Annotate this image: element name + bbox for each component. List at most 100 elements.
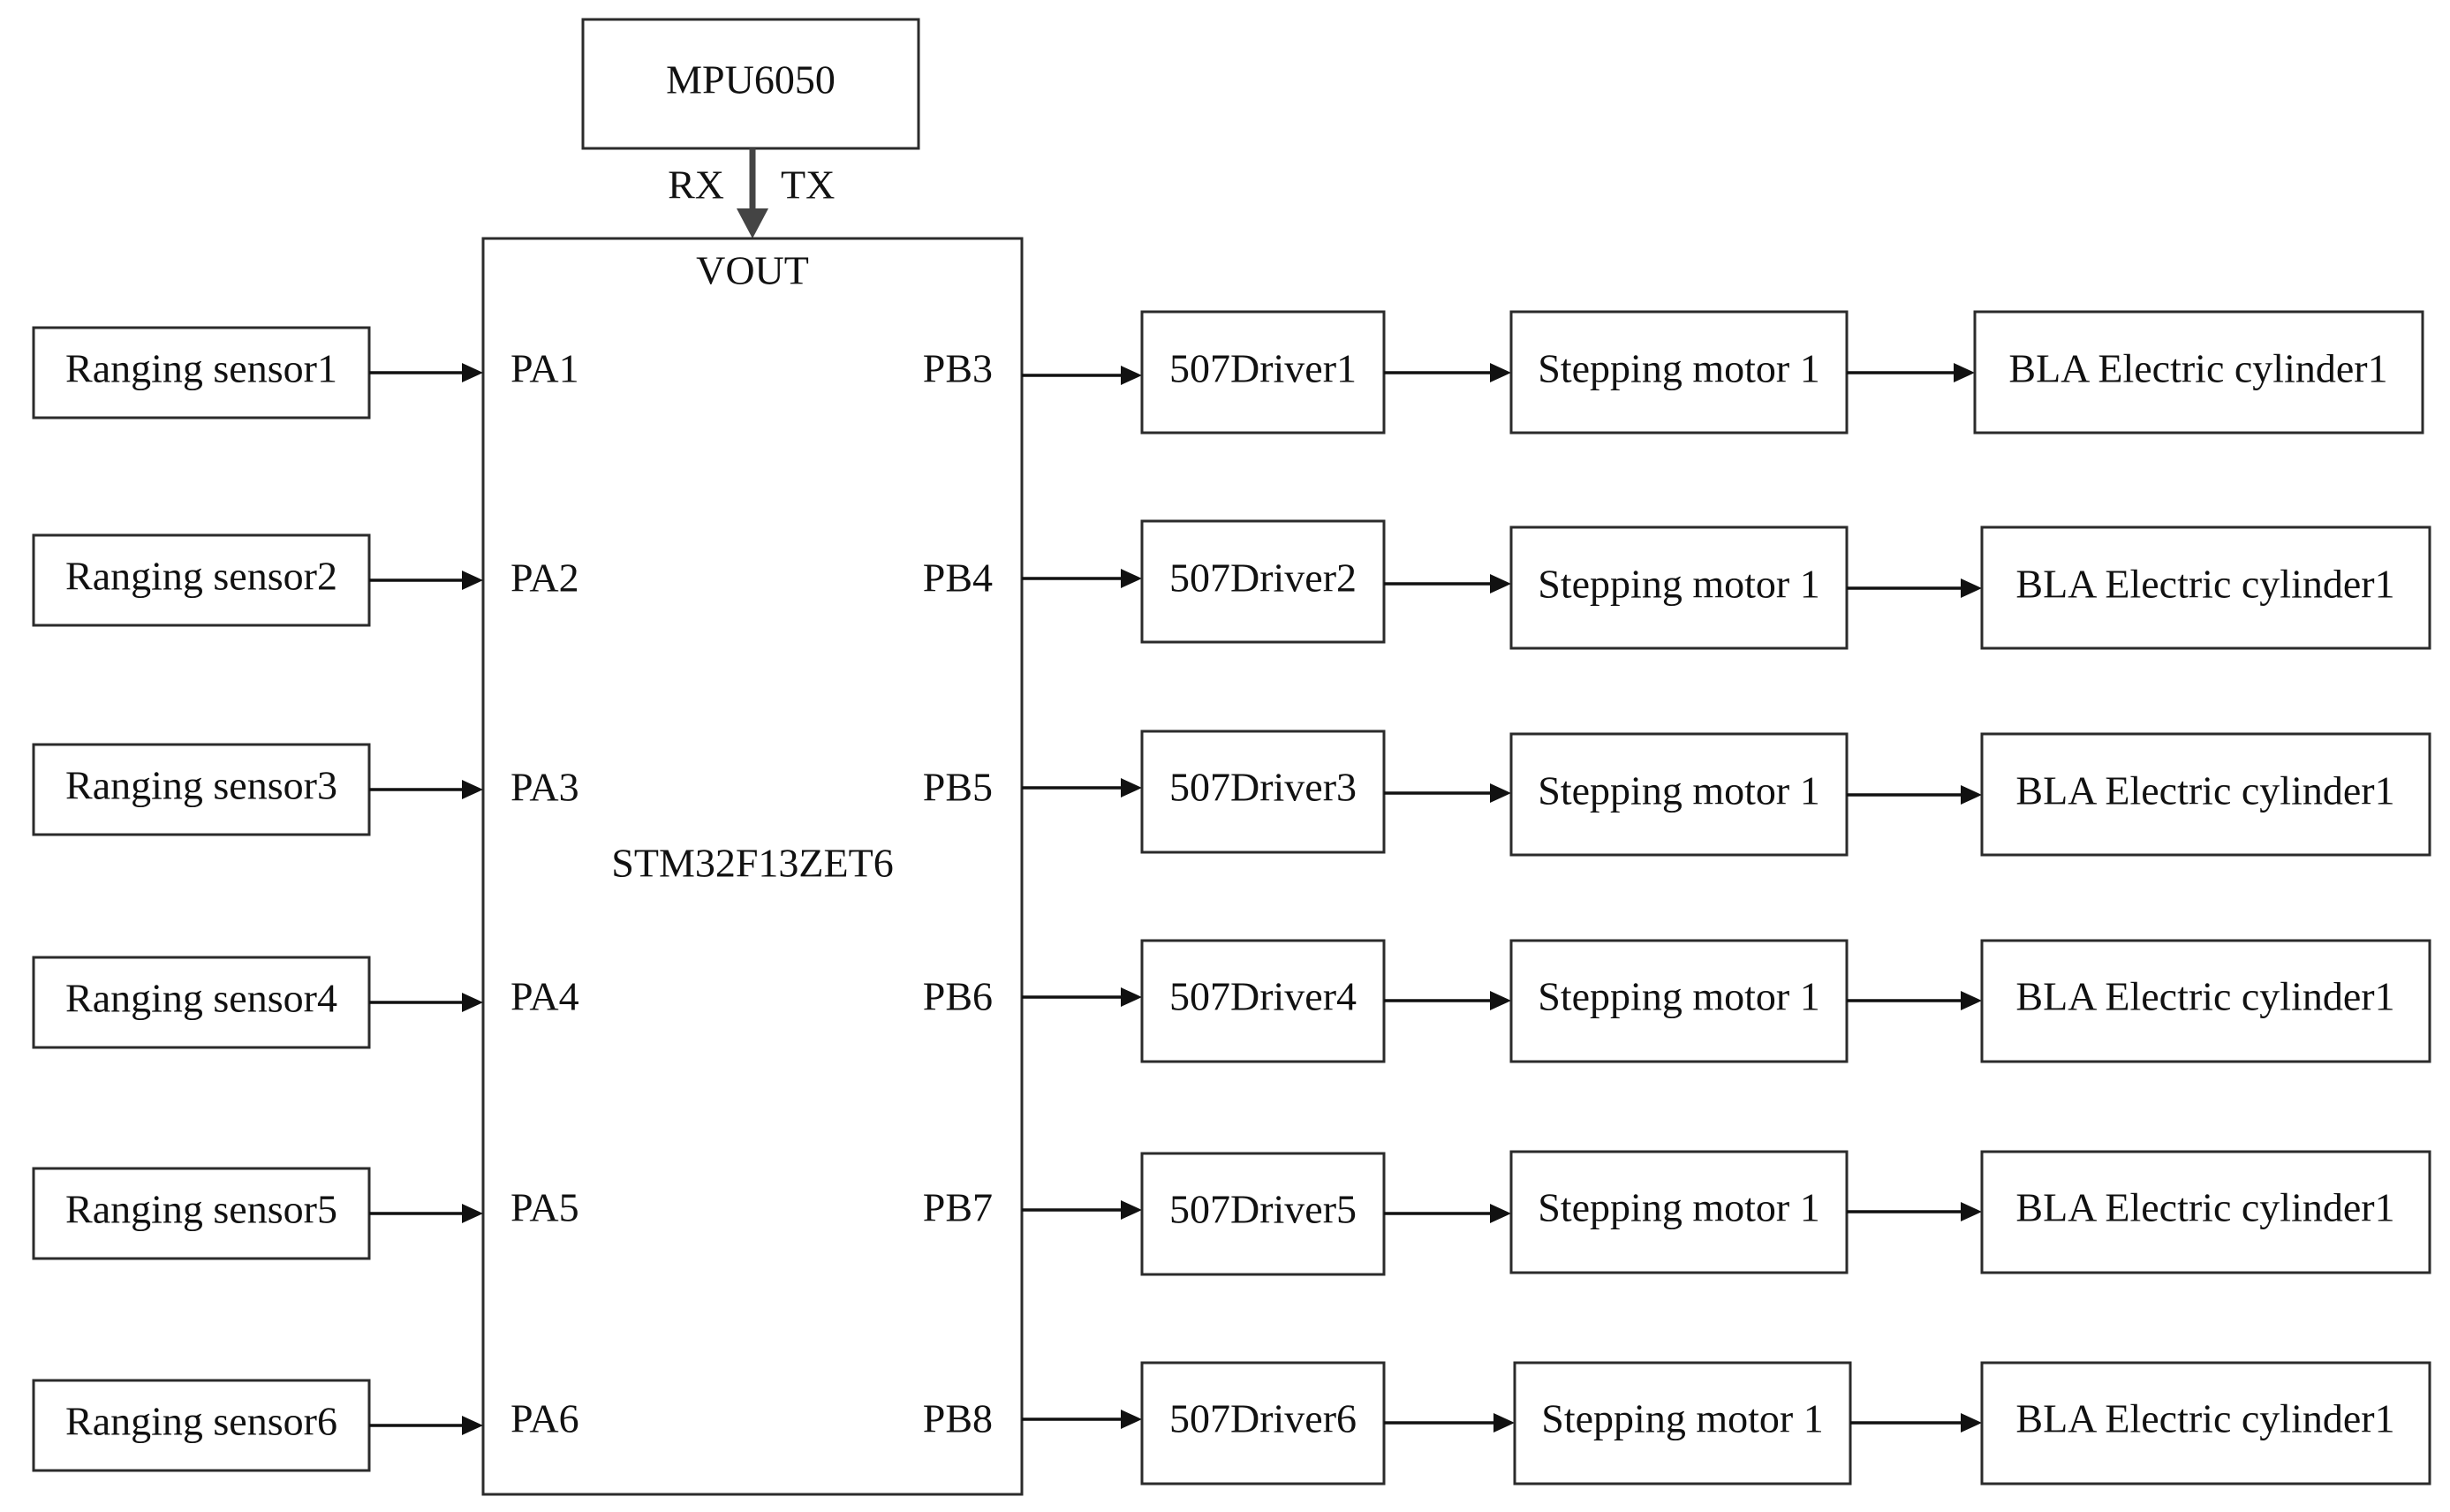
motor-to-cylinder-arrowhead (1961, 578, 1982, 598)
stepping-motor-label: Stepping motor 1 (1538, 562, 1819, 607)
driver-box (1140, 730, 1386, 854)
pb-pin-label: PB5 (923, 765, 993, 810)
electric-cylinder-box (1980, 732, 2431, 857)
mpu6050-block: MPU6050 (581, 18, 920, 150)
pa-pin-label: PA2 (510, 556, 579, 601)
electric-cylinder-label: BLA Electric cylinder1 (2015, 562, 2394, 607)
channel-row-6: Ranging sensor6 PA6 PB8 507Driver6 Stepp… (32, 1361, 2431, 1486)
mpu6050-box (581, 18, 920, 150)
pb-pin-label: PB3 (923, 346, 993, 391)
pa-pin-label: PA6 (510, 1396, 579, 1441)
driver-label: 507Driver1 (1169, 346, 1357, 391)
stepping-motor-box (1509, 525, 1849, 650)
mpu-link-arrowhead (737, 208, 768, 238)
pa-pin-label: PA1 (510, 346, 579, 391)
driver-to-motor-arrowhead (1490, 1204, 1511, 1223)
electric-cylinder-box (1980, 525, 2431, 650)
sensor-to-pa-arrowhead (462, 1204, 483, 1223)
driver-label: 507Driver2 (1169, 556, 1357, 601)
electric-cylinder-box (1980, 1150, 2431, 1274)
driver-box (1140, 1152, 1386, 1276)
ranging-sensor-box (32, 743, 371, 836)
motor-to-cylinder-arrowhead (1961, 785, 1982, 805)
driver-to-motor-arrowhead (1490, 574, 1511, 593)
motor-to-cylinder-arrowhead (1954, 363, 1975, 382)
electric-cylinder-box (1973, 310, 2424, 435)
ranging-sensor-label: Ranging sensor1 (65, 346, 337, 391)
ranging-sensor-label: Ranging sensor2 (65, 554, 337, 599)
stepping-motor-label: Stepping motor 1 (1538, 768, 1819, 813)
channel-row-4: Ranging sensor4 PA4 PB6 507Driver4 Stepp… (32, 939, 2431, 1063)
pa-pin-label: PA4 (510, 974, 579, 1019)
stepping-motor-box (1509, 939, 1849, 1063)
electric-cylinder-box (1980, 1361, 2431, 1486)
motor-to-cylinder-arrowhead (1961, 991, 1982, 1010)
mpu6050-label: MPU6050 (666, 57, 836, 102)
electric-cylinder-label: BLA Electric cylinder1 (2008, 346, 2387, 391)
ranging-sensor-label: Ranging sensor4 (65, 976, 337, 1021)
ranging-sensor-box (32, 326, 371, 420)
pb-pin-label: PB7 (923, 1185, 993, 1230)
sensor-to-pa-arrowhead (462, 1416, 483, 1435)
electric-cylinder-label: BLA Electric cylinder1 (2015, 1396, 2394, 1441)
driver-box (1140, 1361, 1386, 1486)
stepping-motor-box (1509, 732, 1849, 857)
electric-cylinder-label: BLA Electric cylinder1 (2015, 1185, 2394, 1230)
electric-cylinder-label: BLA Electric cylinder1 (2015, 974, 2394, 1019)
tx-label: TX (781, 163, 835, 208)
pb-pin-label: PB8 (923, 1396, 993, 1441)
mcu-label: STM32F13ZET6 (611, 841, 893, 886)
stepping-motor-box (1509, 1150, 1849, 1274)
mpu-to-mcu-link: RX TX (668, 148, 835, 238)
ranging-sensor-box (32, 1379, 371, 1472)
channel-row-2: Ranging sensor2 PA2 PB4 507Driver2 Stepp… (32, 519, 2431, 650)
driver-to-motor-arrowhead (1493, 1413, 1515, 1433)
ranging-sensor-box (32, 1167, 371, 1260)
pb-to-driver-arrowhead (1121, 778, 1142, 798)
ranging-sensor-box (32, 956, 371, 1049)
pb-to-driver-arrowhead (1121, 366, 1142, 385)
driver-box (1140, 519, 1386, 644)
stepping-motor-label: Stepping motor 1 (1538, 346, 1819, 391)
motor-to-cylinder-arrowhead (1961, 1202, 1982, 1221)
pb-to-driver-arrowhead (1121, 569, 1142, 588)
pb-pin-label: PB4 (923, 556, 993, 601)
driver-to-motor-arrowhead (1490, 991, 1511, 1010)
stepping-motor-label: Stepping motor 1 (1538, 1185, 1819, 1230)
driver-box (1140, 310, 1386, 435)
channel-row-1: Ranging sensor1 PA1 PB3 507Driver1 Stepp… (32, 310, 2424, 435)
mcu-vout-label: VOUT (696, 248, 809, 293)
mcu-block: VOUT STM32F13ZET6 (481, 237, 1024, 1496)
driver-label: 507Driver6 (1169, 1396, 1357, 1441)
pb-to-driver-arrowhead (1121, 1200, 1142, 1220)
ranging-sensor-label: Ranging sensor5 (65, 1187, 337, 1232)
stepping-motor-label: Stepping motor 1 (1541, 1396, 1823, 1441)
pb-pin-label: PB6 (923, 974, 993, 1019)
driver-to-motor-arrowhead (1490, 363, 1511, 382)
pa-pin-label: PA5 (510, 1185, 579, 1230)
ranging-sensor-label: Ranging sensor3 (65, 763, 337, 808)
driver-label: 507Driver3 (1169, 765, 1357, 810)
driver-label: 507Driver5 (1169, 1187, 1357, 1232)
pb-to-driver-arrowhead (1121, 1410, 1142, 1429)
mcu-box (481, 237, 1024, 1496)
rx-label: RX (668, 163, 724, 208)
channel-row-3: Ranging sensor3 PA3 PB5 507Driver3 Stepp… (32, 730, 2431, 857)
sensor-to-pa-arrowhead (462, 363, 483, 382)
pa-pin-label: PA3 (510, 765, 579, 810)
ranging-sensor-box (32, 533, 371, 627)
electric-cylinder-box (1980, 939, 2431, 1063)
electric-cylinder-label: BLA Electric cylinder1 (2015, 768, 2394, 813)
channel-row-5: Ranging sensor5 PA5 PB7 507Driver5 Stepp… (32, 1150, 2431, 1276)
motor-to-cylinder-arrowhead (1961, 1413, 1982, 1433)
stepping-motor-box (1509, 310, 1849, 435)
sensor-to-pa-arrowhead (462, 571, 483, 590)
sensor-to-pa-arrowhead (462, 780, 483, 799)
stepping-motor-label: Stepping motor 1 (1538, 974, 1819, 1019)
ranging-sensor-label: Ranging sensor6 (65, 1399, 337, 1444)
driver-label: 507Driver4 (1169, 974, 1357, 1019)
driver-to-motor-arrowhead (1490, 783, 1511, 803)
sensor-to-pa-arrowhead (462, 993, 483, 1012)
